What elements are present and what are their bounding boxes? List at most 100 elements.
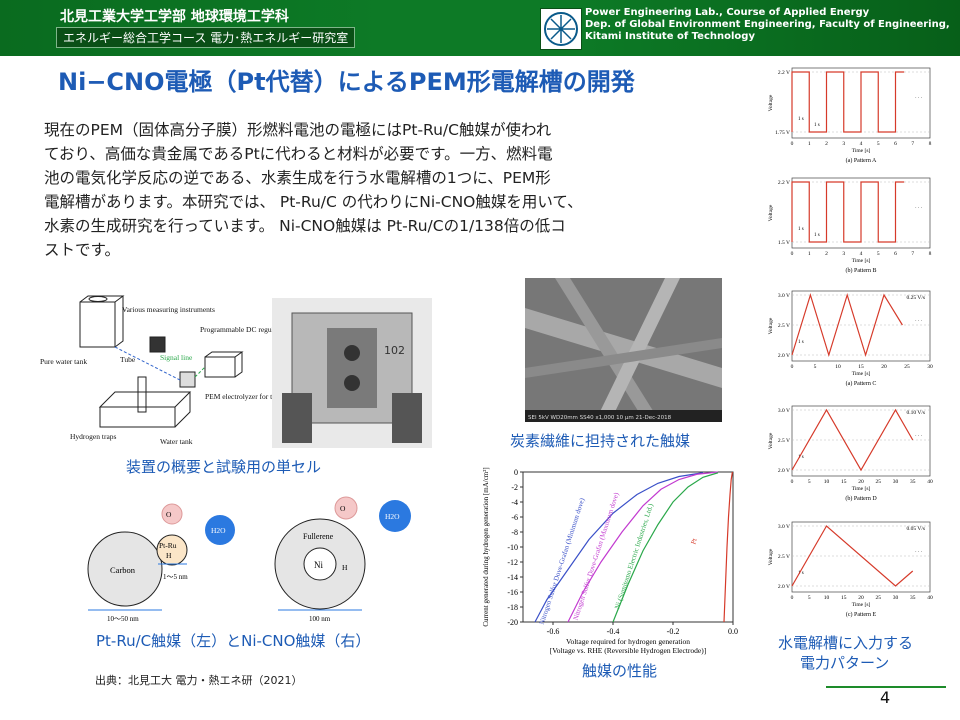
x-tick-label: 40 (927, 595, 933, 601)
x-axis-label: Voltage required for hydrogen generation (566, 637, 690, 646)
test-cell-photo: 102 (272, 298, 432, 448)
label-dist: 1～5 nm (163, 573, 188, 581)
hydrogen-trap (137, 376, 147, 413)
page-number: 4 (880, 688, 891, 707)
y-axis-label: Voltage (768, 432, 774, 449)
series-line (723, 471, 733, 623)
x-tick-label: 35 (910, 595, 916, 601)
x-tick-label: 15 (841, 595, 847, 601)
x-tick-label: 0 (791, 364, 794, 370)
source-citation: 出典：北見工大 電力・熱エネ研（2021） (95, 674, 303, 687)
catalyst-caption: Pt-Ru/C触媒（左）とNi-CNO触媒（右） (96, 632, 371, 650)
x-tick-label: 2 (825, 251, 828, 257)
x-tick-label: 6 (894, 251, 897, 257)
x-tick-label: 5 (877, 251, 880, 257)
y-tick-label: 2.5 V (778, 323, 790, 329)
rate-label: 0.10 V/s (906, 410, 925, 416)
y-axis-label: Voltage (768, 317, 774, 334)
y-tick-label: 0 (514, 468, 518, 477)
y-tick-label: 2.0 V (778, 584, 790, 590)
x-tick-label: 30 (893, 595, 899, 601)
x-tick-label: 0 (791, 595, 794, 601)
y-tick-label: 3.0 V (778, 524, 790, 530)
x-tick-label: 20 (858, 479, 864, 485)
series-line (534, 472, 704, 623)
catalyst-diagram: Carbon Pt-Ru H O H2O 1～5 nm 10～50 nm Ful… (87, 496, 411, 623)
y-tick-label: 1.5 V (778, 240, 790, 246)
plot-frame (791, 290, 931, 362)
label-ptru: Pt-Ru (159, 541, 177, 550)
power-supply (204, 356, 236, 378)
ni-cno-catalyst: Fullerene Ni H O H2O 100 nm (274, 496, 411, 623)
annotation: 1 s (798, 227, 804, 232)
x-tick-label: 0 (791, 251, 794, 257)
pattern-line (791, 525, 914, 587)
lab-line-3: Kitami Institute of Technology (585, 31, 755, 42)
annotation: · · · (915, 96, 923, 101)
x-tick-label: 3 (842, 141, 845, 147)
label-traps: Hydrogen traps (70, 432, 117, 441)
pattern-title: (a) Pattern A (846, 157, 877, 164)
pattern-line (791, 71, 905, 133)
label-signal: Signal line (160, 353, 193, 362)
pem-electrolyzer (179, 371, 196, 388)
y-tick-label: 1.75 V (775, 130, 790, 136)
x-tick-label: 1 (808, 251, 811, 257)
x-tick-label: 5 (814, 364, 817, 370)
performance-caption: 触媒の性能 (582, 662, 658, 680)
page-divider (826, 686, 946, 688)
x-axis-label-2: [Voltage vs. RHE (Reversible Hydrogen El… (550, 646, 706, 655)
label-carbon-size: 10～50 nm (107, 615, 139, 623)
x-tick-label: 25 (904, 364, 910, 370)
x-tick-label: 20 (881, 364, 887, 370)
x-tick-label: 25 (876, 595, 882, 601)
pure-water-tank (79, 301, 116, 348)
y-tick-label: 2.0 V (778, 468, 790, 474)
y-tick-label: 2.2 V (778, 180, 790, 186)
label-h2o-left: H2O (211, 526, 226, 535)
series-label: Ni (Sumitomo Electric Industries, Ltd.) (613, 502, 655, 610)
x-tick-label: 5 (808, 595, 811, 601)
y-tick-label: -10 (507, 543, 518, 552)
x-tick-label: 0.0 (728, 627, 738, 636)
pattern-title: (a) Pattern C (846, 380, 877, 387)
paragraph-line: 池の電気化学反応の逆である、水素生成を行う水電解槽の1つに、PEM形 (44, 169, 551, 187)
paragraph-line: 現在のPEM（固体高分子膜）形燃料電池の電極にはPt-Ru/C触媒が使われ (44, 121, 552, 139)
slide-title: Ni−CNO電極（Pt代替）によるPEM形電解槽の開発 (58, 68, 635, 96)
course-name: エネルギー総合工学コース 電力･熱エネルギー研究室 (56, 27, 356, 48)
patterns-caption-2: 電力パターン (800, 654, 890, 672)
x-tick-label: 25 (876, 479, 882, 485)
university-name: 北見工業大学工学部 地球環境工学科 (60, 9, 289, 25)
plot-frame (522, 471, 734, 623)
x-tick-label: 1 (808, 141, 811, 147)
y-tick-label: 2.5 V (778, 438, 790, 444)
sem-caption: 炭素繊維に担持された触媒 (510, 432, 691, 450)
x-axis-label: Time [s] (852, 148, 871, 154)
annotation: 1 s (798, 340, 804, 345)
pattern-line (791, 408, 914, 472)
y-tick-label: -8 (511, 528, 518, 537)
plot-frame (791, 521, 931, 593)
x-tick-label: -0.4 (607, 627, 620, 636)
y-tick-label: -6 (511, 513, 518, 522)
x-tick-label: 4 (860, 251, 863, 257)
x-tick-label: 30 (927, 364, 933, 370)
y-tick-label: -12 (507, 558, 518, 567)
water-tank (98, 391, 192, 408)
x-tick-label: 15 (858, 364, 864, 370)
x-tick-label: 5 (808, 479, 811, 485)
x-tick-label: 7 (911, 141, 914, 147)
paragraph-line: 電解槽があります。本研究では、 Pt-Ru/C の代わりにNi-CNO触媒を用い… (44, 193, 583, 211)
paragraph-line: ストです。 (44, 241, 120, 259)
annotation: · · · (915, 434, 923, 439)
annotation: 1 s (798, 455, 804, 460)
series-line (612, 472, 719, 623)
x-tick-label: 10 (824, 595, 830, 601)
annotation: · · · (915, 206, 923, 211)
x-tick-label: 35 (910, 479, 916, 485)
y-tick-label: -2 (511, 483, 518, 492)
x-tick-label: 8 (929, 251, 932, 257)
